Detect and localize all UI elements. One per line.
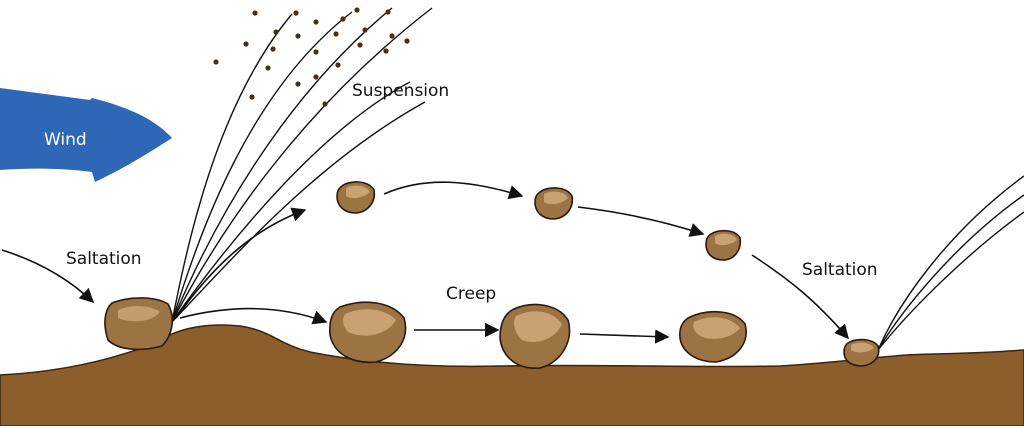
rock-saltation-3 — [705, 229, 742, 261]
suspension-label: Suspension — [352, 81, 449, 101]
saltation-arc-arrow-1 — [383, 181, 524, 200]
rock-saltation-2 — [534, 187, 574, 220]
dust-particles — [213, 7, 410, 107]
wind-label: Wind — [44, 130, 87, 150]
saltation-arc-arrow-2 — [577, 206, 705, 237]
suspension-trajectories — [171, 7, 433, 323]
creep-arrow-1 — [179, 307, 328, 325]
saltation-label-left: Saltation — [66, 249, 142, 269]
saltation-launch-arrow — [175, 207, 307, 319]
right-saltation-trajectories — [877, 175, 1024, 351]
creep-arrow-3 — [579, 329, 670, 344]
wind-arrow: Wind — [0, 88, 172, 182]
rock-saltation-1 — [336, 181, 376, 214]
rock-creep-3 — [679, 310, 747, 363]
saltation-incoming-arrow — [1, 249, 95, 303]
rock-creep-1 — [329, 301, 407, 364]
saltation-arc-arrow-3 — [751, 254, 849, 340]
rock-start — [104, 297, 174, 351]
rock-landing — [843, 338, 880, 367]
saltation-label-right: Saltation — [802, 260, 878, 280]
rock-creep-2 — [499, 303, 571, 369]
creep-label: Creep — [446, 284, 496, 304]
